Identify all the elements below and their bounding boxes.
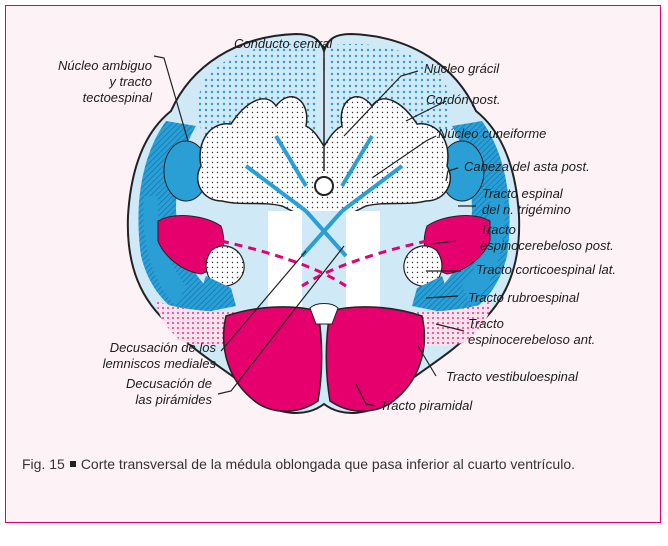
label-decusacion-piramides-2: las pirámides [135,392,212,407]
medulla-diagram: Conducto central Núcleo ambiguo y tracto… [6,6,660,436]
label-tracto-ecp: Tracto [480,222,516,237]
label-tracto-ecp-2: espinocerebeloso post. [480,238,614,253]
label-nucleo-ambiguo: Núcleo ambiguo [58,58,152,73]
caption-fig-label: Fig. 15 [22,456,65,472]
label-tracto-vestibulo: Tracto vestibuloespinal [446,369,578,384]
label-tracto-piramidal: Tracto piramidal [380,398,473,413]
lemniscal-decussation [244,134,404,258]
label-tracto-espinal: Tracto espinal [482,186,563,201]
pink-lateral-tracts [157,215,491,311]
label-tracto-eca-2: espinocerebeloso ant. [468,332,596,347]
label-y-tracto: y tracto [109,74,152,89]
leader-lines [153,55,476,407]
label-tracto-rubroespinal: Tracto rubroespinal [468,290,580,305]
medulla-cross-section [126,32,521,414]
label-cabeza-asta: Cabeza del asta post. [464,159,590,174]
caption-bullet [69,461,76,468]
pyramids [222,303,426,412]
label-conducto-central: Conducto central [234,36,333,51]
label-decusacion-lemniscos-2: lemniscos mediales [102,356,216,371]
label-decusacion-lemniscos: Decusación de los [109,340,216,355]
figure-caption: Fig. 15 Corte transversal de la médula ob… [22,454,642,474]
label-cordon-post: Cordón post. [426,92,501,107]
label-tracto-eca: Tracto [468,316,504,331]
label-tracto-corticoespinal: Tracto corticoespinal lat. [476,262,616,277]
label-tectoespinal: tectoespinal [82,90,152,105]
label-decusacion-piramides: Decusación de [126,376,212,391]
label-nucleo-gracil: Núcleo grácil [424,61,500,76]
label-nucleo-cuneiforme: Núcleo cuneiforme [438,126,547,141]
pyramidal-decussation [220,239,428,288]
caption-text: Corte transversal de la médula oblongada… [80,456,575,472]
label-tracto-espinal-2: del n. trigémino [482,202,571,217]
